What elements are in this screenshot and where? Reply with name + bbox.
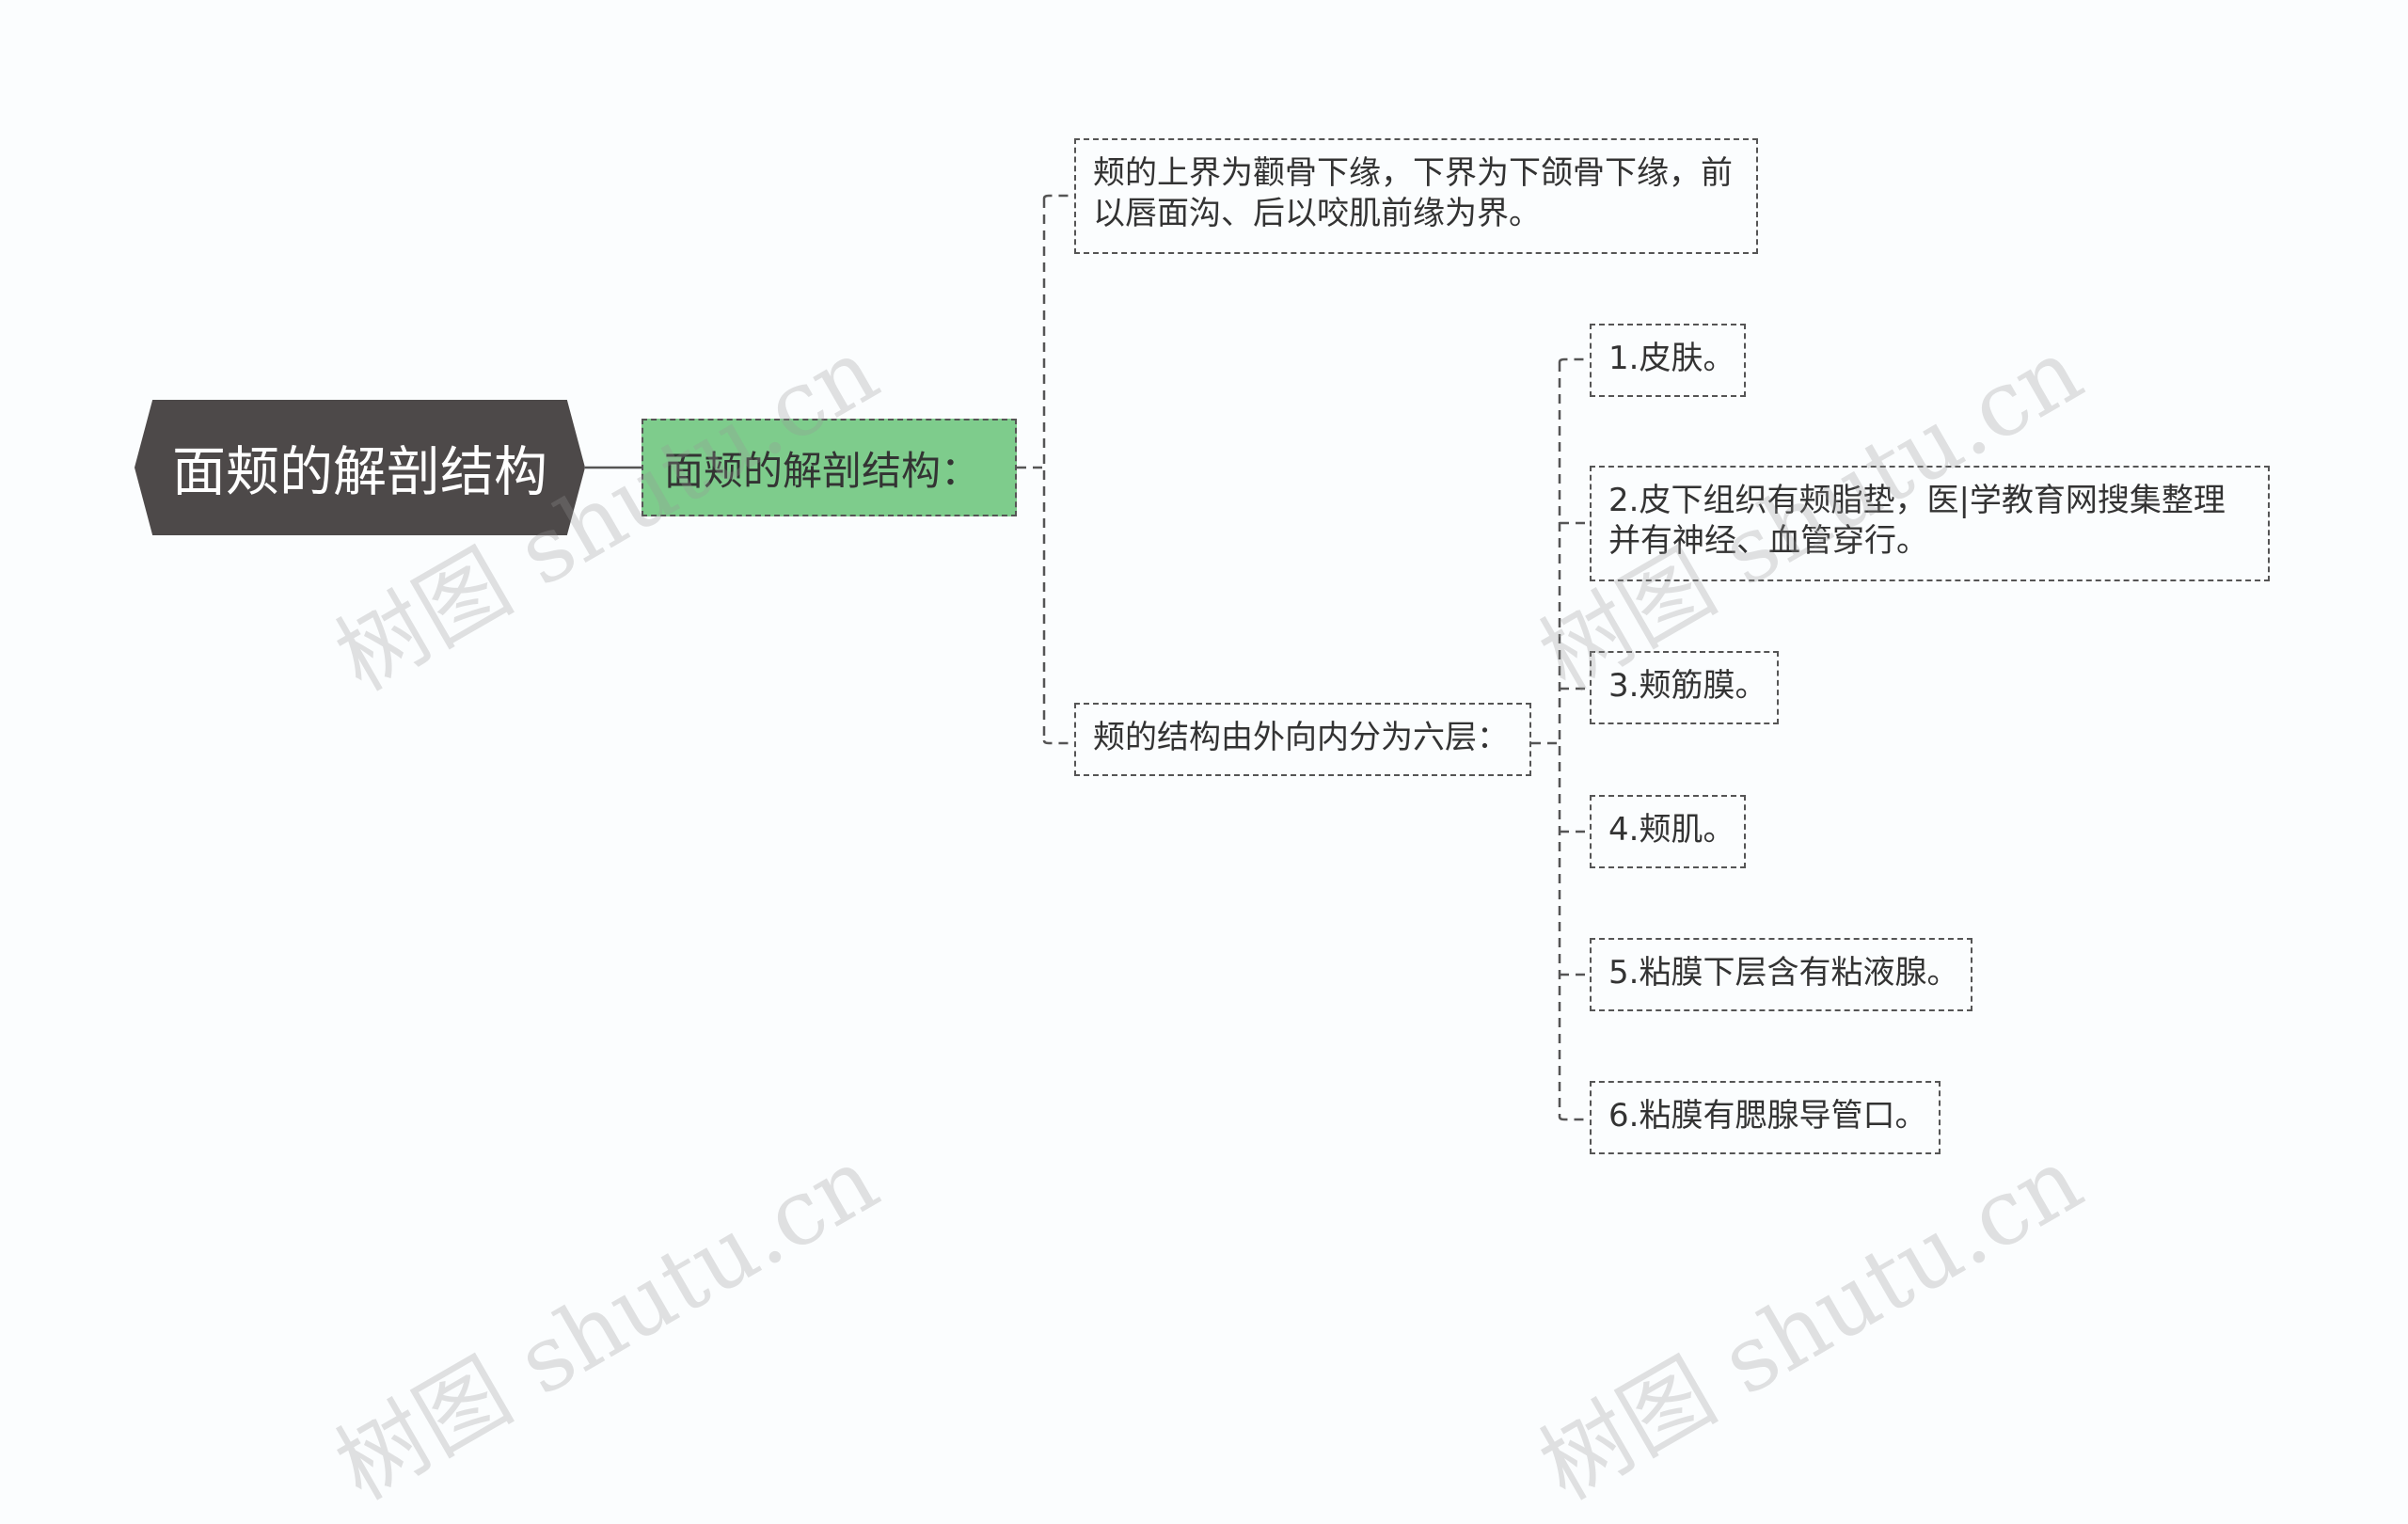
layer-item-6-text: 6.粘膜有腮腺导管口。	[1608, 1097, 1927, 1135]
layer-item-4-text: 4.颊肌。	[1608, 811, 1735, 849]
layer-item-5-text: 5.粘膜下层含有粘液腺。	[1608, 954, 1959, 992]
boundary-node[interactable]: 颊的上界为颧骨下缘，下界为下颌骨下缘，前 以唇面沟、后以咬肌前缘为界。	[1074, 138, 1758, 254]
root-node[interactable]: 面颊的解剖结构	[135, 400, 585, 535]
layer-item-3[interactable]: 3.颊筋膜。	[1590, 651, 1779, 724]
layer-item-2-line-2: 并有神经、血管穿行。	[1608, 522, 1928, 560]
root-node-label: 面颊的解剖结构	[172, 441, 547, 503]
layer-item-1-text: 1.皮肤。	[1608, 340, 1735, 377]
layers-branch-connector	[1531, 357, 1590, 1121]
boundary-line-1: 颊的上界为颧骨下缘，下界为下颌骨下缘，前	[1093, 154, 1733, 192]
boundary-line-2: 以唇面沟、后以咬肌前缘为界。	[1093, 195, 1541, 232]
sub-branch-connector	[1017, 194, 1074, 745]
layers-node[interactable]: 颊的结构由外向内分为六层：	[1074, 703, 1531, 776]
layer-item-5[interactable]: 5.粘膜下层含有粘液腺。	[1590, 938, 1972, 1011]
layer-item-1[interactable]: 1.皮肤。	[1590, 324, 1746, 397]
layer-item-6[interactable]: 6.粘膜有腮腺导管口。	[1590, 1081, 1941, 1154]
layers-label: 颊的结构由外向内分为六层：	[1093, 719, 1509, 756]
sub-topic-node[interactable]: 面颊的解剖结构：	[642, 419, 1017, 516]
connector-lines	[585, 194, 1590, 1121]
layer-item-3-text: 3.颊筋膜。	[1608, 667, 1767, 705]
sub-topic-label: 面颊的解剖结构：	[664, 447, 981, 494]
layer-item-4[interactable]: 4.颊肌。	[1590, 795, 1746, 868]
layer-item-2-line-1: 2.皮下组织有颊脂垫，医|学教育网搜集整理	[1608, 482, 2226, 519]
layer-item-2[interactable]: 2.皮下组织有颊脂垫，医|学教育网搜集整理 并有神经、血管穿行。	[1590, 466, 2270, 581]
mind-map-canvas: 面颊的解剖结构 面颊的解剖结构： 颊的上界为颧骨下缘，下界为下颌骨下缘，前 以唇…	[135, 138, 2270, 1520]
